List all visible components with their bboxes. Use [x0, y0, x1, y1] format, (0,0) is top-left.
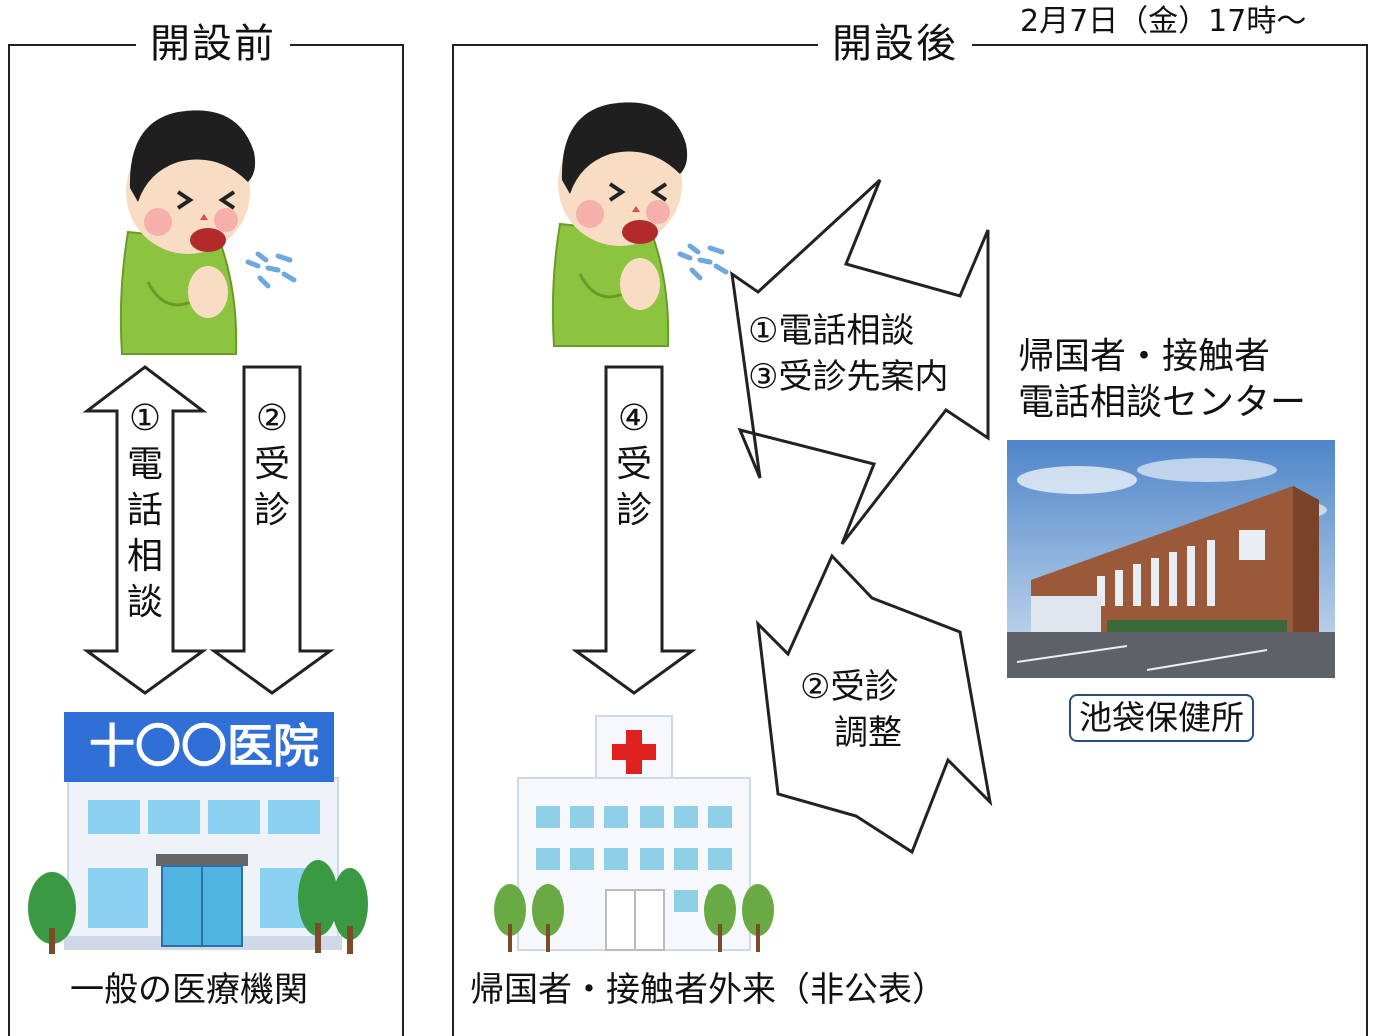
coughing-person-illustration-2: [551, 102, 729, 347]
before-arrow1-label: ① 電 話 相 談: [126, 398, 163, 623]
consultation-center-name: 帰国者・接触者 電話相談センター: [1018, 336, 1307, 423]
after-arrow4-label: ④ 受 診: [615, 398, 652, 531]
coughing-person-illustration: [119, 110, 297, 355]
after-title: 開設後: [818, 20, 972, 68]
before-arrow2-label: ② 受 診: [253, 398, 290, 531]
consult-double-arrow: [82, 365, 208, 695]
clinic-sign-text: 十〇〇医院: [89, 719, 319, 773]
clinic-building-illustration: [28, 712, 368, 954]
visit-down-arrow: [209, 365, 335, 695]
opening-date: 2月7日（金）17時〜: [1014, 2, 1313, 42]
lower-bolt-label: ②受診 調整: [800, 667, 902, 753]
hospital-building-illustration: [494, 715, 774, 952]
health-office-label: 池袋保健所: [1069, 694, 1254, 742]
lower-coordination-bolt: [756, 553, 993, 855]
before-title: 開設前: [136, 20, 290, 68]
upper-communication-bolt: [730, 178, 990, 545]
before-caption: 一般の医療機関: [70, 970, 308, 1010]
upper-bolt-label: ①電話相談 ③受診先案内: [748, 311, 949, 397]
health-office-photo: [1007, 440, 1335, 678]
after-caption: 帰国者・接触者外来（非公表）: [470, 970, 946, 1010]
visit-down-arrow-after: [571, 365, 697, 695]
